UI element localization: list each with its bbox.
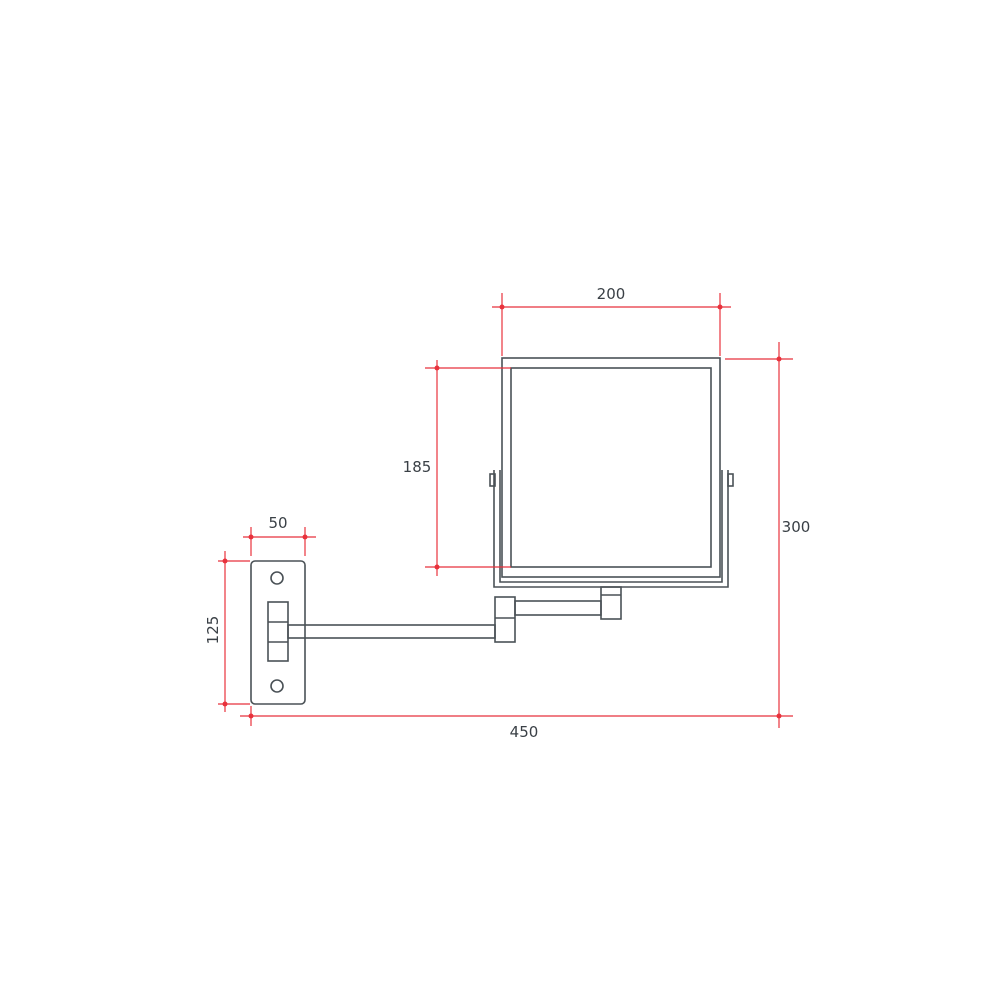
dim-label-300: 300 [782,518,811,536]
dim-label-450: 450 [510,723,539,741]
dim-label-185: 185 [403,458,432,476]
wall-plate [250,560,306,705]
swing-arm [287,586,622,643]
dimension-200: 200 [492,285,731,356]
dim-label-50: 50 [268,514,287,532]
dimension-450: 450 [248,706,539,741]
dim-label-200: 200 [597,285,626,303]
dim-label-125: 125 [204,616,222,645]
mirror [489,357,734,588]
dimension-185: 185 [403,360,511,576]
screw-hole-bottom [270,679,284,693]
screw-hole-top [270,571,284,585]
dimension-50: 50 [243,514,316,556]
dimension-125: 125 [204,551,250,712]
dimension-300: 300 [240,342,810,728]
